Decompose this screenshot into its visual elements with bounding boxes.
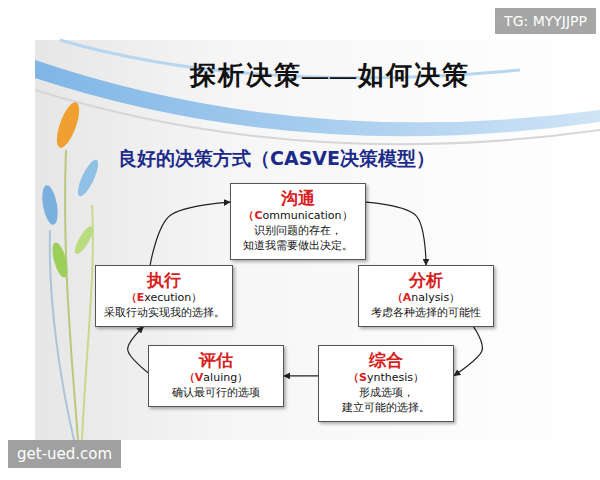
box-subheading: （Synthesis） [324, 371, 448, 386]
box-subheading: （Execution） [101, 291, 227, 306]
plant-stem [50, 230, 74, 440]
process-box: 综合（Synthesis）形成选项， 建立可能的选择。 [318, 345, 454, 422]
cycle-arrow [150, 202, 230, 265]
swoosh-line [35, 90, 600, 144]
box-body: 确认最可行的选项 [154, 386, 278, 401]
box-subheading: （Valuing） [154, 371, 278, 386]
box-body: 采取行动实现我的选择。 [101, 306, 227, 321]
box-body: 形成选项， 建立可能的选择。 [324, 386, 448, 416]
leaf [50, 241, 71, 279]
cycle-arrow [454, 327, 482, 376]
plant-stem [65, 150, 78, 440]
leaf [74, 157, 102, 198]
watermark: TG: MYYJJPP [495, 8, 596, 34]
cycle-arrow [366, 202, 426, 265]
box-heading: 分析 [364, 269, 488, 291]
subtitle: 良好的决策方式（CASVE决策模型） [118, 146, 435, 172]
process-box: 分析（Analysis）考虑各种选择的可能性 [358, 265, 494, 327]
box-subheading: （Communication） [236, 209, 360, 224]
box-body: 考虑各种选择的可能性 [364, 306, 488, 321]
box-body: 识别问题的存在， 知道我需要做出决定。 [236, 224, 360, 254]
leaf [72, 224, 97, 257]
watermark: get-ued.com [8, 440, 121, 468]
box-heading: 执行 [101, 269, 227, 291]
box-heading: 沟通 [236, 187, 360, 209]
slide-title: 探析决策——如何决策 [190, 58, 470, 93]
box-heading: 综合 [324, 349, 448, 371]
box-subheading: （Analysis） [364, 291, 488, 306]
cycle-arrow [284, 375, 318, 376]
process-box: 沟通（Communication）识别问题的存在， 知道我需要做出决定。 [230, 183, 366, 260]
leaf [52, 100, 83, 151]
process-box: 执行（Execution）采取行动实现我的选择。 [95, 265, 233, 327]
process-box: 评估（Valuing）确认最可行的选项 [148, 345, 284, 407]
leaf [40, 184, 61, 226]
box-heading: 评估 [154, 349, 278, 371]
cycle-arrow [128, 327, 148, 373]
